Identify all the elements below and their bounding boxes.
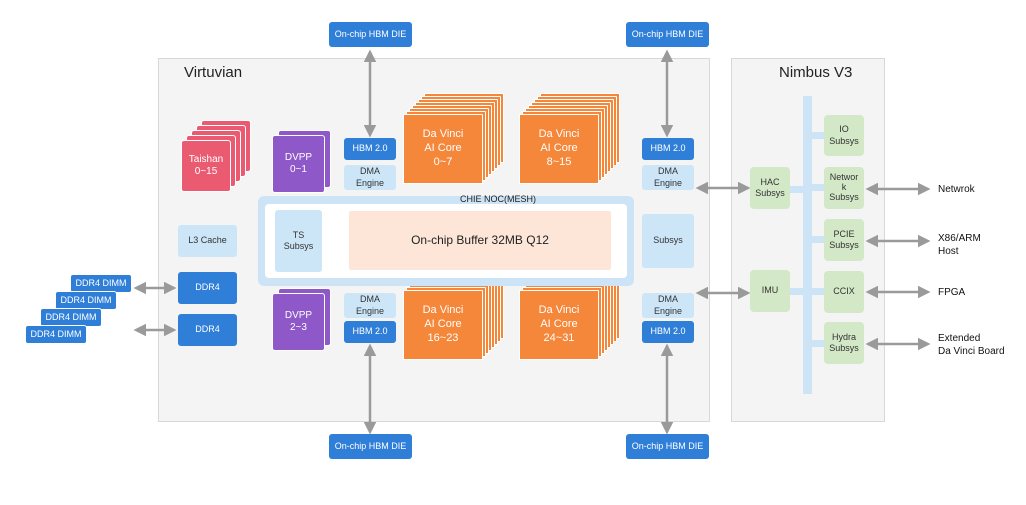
nimbus-bus-stub-imu	[790, 288, 804, 295]
nimbus-title: Nimbus V3	[779, 64, 853, 81]
external-x86-host: X86/ARM Host	[938, 233, 981, 257]
nimbus-bus-stub-hac	[790, 186, 804, 193]
ddr4-bottom: DDR4	[178, 314, 237, 346]
l3-cache: L3 Cache	[178, 225, 237, 257]
virtuvian-title: Virtuvian	[184, 64, 243, 81]
hbm-die-top-left: On-chip HBM DIE	[329, 22, 412, 47]
hbm20-top-right: HBM 2.0	[642, 138, 694, 160]
hbm20-top-left: HBM 2.0	[344, 138, 396, 160]
hbm20-bottom-left: HBM 2.0	[344, 321, 396, 343]
taishan-cores: Taishan 0~15	[181, 140, 231, 192]
nimbus-bus-stub-hydra	[812, 340, 824, 347]
nimbus-bus-stub-io	[812, 132, 824, 139]
dma-engine-top-right: DMA Engine	[642, 165, 694, 190]
ts-subsys: TS Subsys	[275, 210, 322, 272]
external-extended-board: Extended Da Vinci Board	[938, 333, 1005, 357]
nimbus-bus-stub-ccix	[812, 288, 824, 295]
ai-core-c3: Da Vinci AI Core 24~31	[519, 290, 599, 360]
external-netwrok: Netwrok	[938, 184, 975, 195]
hac-subsys: HAC Subsys	[750, 167, 790, 209]
dvpp-bottom: DVPP 2~3	[272, 293, 325, 351]
pcie-subsys: PCIE Subsys	[824, 219, 864, 261]
subsys-right: Subsys	[642, 214, 694, 268]
ai-core-c1: Da Vinci AI Core 8~15	[519, 114, 599, 184]
dma-engine-bottom-right: DMA Engine	[642, 293, 694, 318]
onchip-buffer: On-chip Buffer 32MB Q12	[349, 211, 611, 270]
imu: IMU	[750, 270, 790, 312]
nimbus-bus	[803, 96, 812, 394]
nimbus-bus-stub-pcie	[812, 236, 824, 243]
noc-title: CHIE NOC(MESH)	[460, 194, 536, 204]
ddr4-top: DDR4	[178, 272, 237, 304]
network-subsys: Networ k Subsys	[824, 167, 864, 209]
hbm-die-bottom-right: On-chip HBM DIE	[626, 434, 709, 459]
dvpp-top: DVPP 0~1	[272, 135, 325, 193]
hbm-die-bottom-left: On-chip HBM DIE	[329, 434, 412, 459]
dma-engine-top-left: DMA Engine	[344, 165, 396, 190]
ddr4-dimm: DDR4 DIMM	[25, 325, 87, 344]
io-subsys: IO Subsys	[824, 115, 864, 156]
nimbus-bus-stub-net	[812, 184, 824, 191]
hydra-subsys: Hydra Subsys	[824, 322, 864, 364]
ccix: CCIX	[824, 271, 864, 313]
external-fpga: FPGA	[938, 287, 966, 298]
hbm20-bottom-right: HBM 2.0	[642, 321, 694, 343]
hbm-die-top-right: On-chip HBM DIE	[626, 22, 709, 47]
dma-engine-bottom-left: DMA Engine	[344, 293, 396, 318]
ai-core-c0: Da Vinci AI Core 0~7	[403, 114, 483, 184]
ai-core-c2: Da Vinci AI Core 16~23	[403, 290, 483, 360]
